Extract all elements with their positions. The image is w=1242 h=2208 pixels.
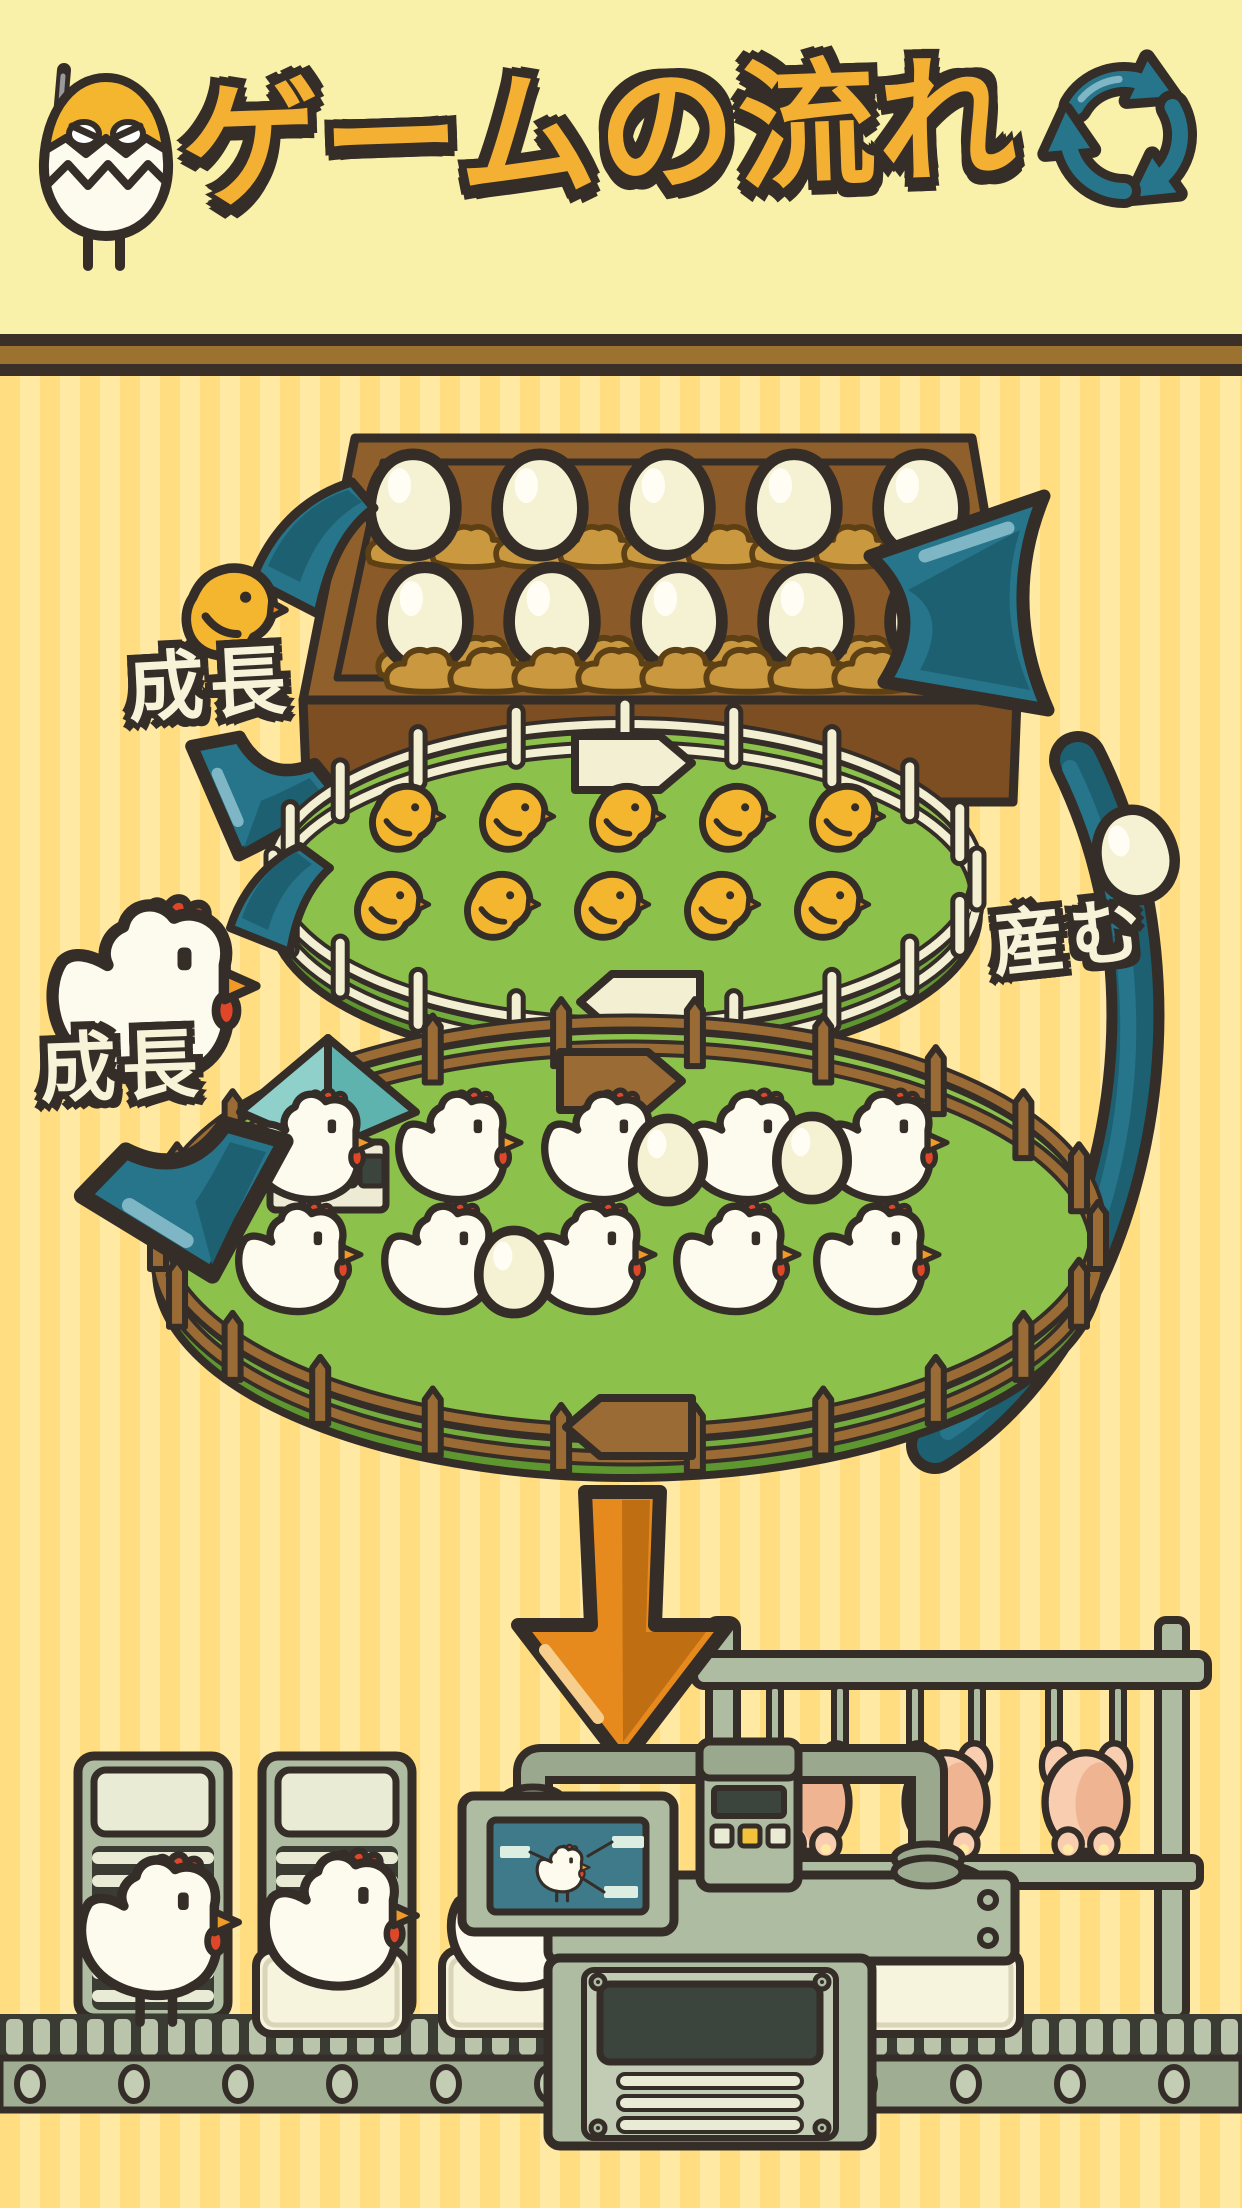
egg-icon [618, 448, 716, 562]
egg-icon [771, 1111, 853, 1205]
chick-icon [369, 783, 447, 853]
header-divider [0, 334, 1242, 376]
hen-icon [529, 1199, 658, 1316]
fence-post [924, 1044, 947, 1118]
fence-post [221, 1309, 244, 1383]
arc-tray-to-chick [247, 477, 379, 619]
egg-icon [745, 448, 843, 562]
chick-icon [479, 783, 557, 853]
hen-icon [76, 1851, 243, 2027]
hen-pen [147, 996, 1109, 1482]
header: ゲームの流れ [0, 0, 1242, 334]
fence-post [812, 1385, 835, 1459]
chick-icon [354, 871, 432, 941]
grow-label-2: 成長 [38, 1022, 206, 1113]
monitor-chicken-diagram [535, 1843, 591, 1903]
grow-label-1: 成長 [125, 638, 295, 733]
egg-icon [630, 561, 728, 675]
egg-chick-mascot-icon [38, 63, 174, 271]
fence-post [1087, 1199, 1109, 1272]
arc-pen-to-hen [226, 842, 334, 956]
fence-post [421, 1012, 444, 1086]
egg-icon [1091, 804, 1180, 906]
divider-line-top [0, 334, 1242, 346]
process-arrow [511, 1485, 735, 1769]
chick-icon [574, 871, 652, 941]
scanner-monitor [457, 1791, 679, 1937]
divider-bar [0, 346, 1242, 364]
chick-icon [809, 783, 887, 853]
lay-label: 産む [988, 890, 1152, 986]
control-panel [695, 1737, 803, 1893]
divider-line-bottom [0, 364, 1242, 376]
fence-post [309, 1353, 332, 1427]
chick-icon [684, 871, 762, 941]
chick-pen [263, 695, 987, 1070]
hanging-chicken-icon [1038, 1740, 1134, 1862]
grow-arrow-2 [73, 1115, 294, 1284]
fence-post [812, 1012, 835, 1086]
fence-post [1067, 1141, 1090, 1215]
chick-icon [464, 871, 542, 941]
hen-icon [249, 1087, 378, 1204]
cycle-arrows-icon [1037, 49, 1197, 208]
hen-icon [46, 894, 261, 1088]
egg-icon [627, 1113, 709, 1207]
fence-post [1067, 1256, 1090, 1330]
fence-post [1012, 1088, 1035, 1162]
hen-flock [235, 1087, 950, 1319]
chick-icon [589, 783, 667, 853]
fence-post [421, 1385, 444, 1459]
fence-post [166, 1256, 189, 1330]
fence-post [550, 1401, 573, 1475]
egg-icon [491, 448, 589, 562]
hen-icon [260, 1847, 420, 1991]
chick-icon [699, 783, 777, 853]
fence-post [683, 996, 706, 1070]
fence-post [1012, 1309, 1035, 1383]
hen-icon [395, 1087, 524, 1204]
chick-icon [181, 563, 289, 661]
hen-icon [235, 1199, 364, 1316]
chick-flock [354, 783, 887, 941]
hen-icon [673, 1199, 802, 1316]
fence-post [924, 1353, 947, 1427]
egg-icon [473, 1225, 555, 1319]
egg-icon [364, 448, 462, 562]
hen-icon [813, 1199, 942, 1316]
chick-icon [794, 871, 872, 941]
